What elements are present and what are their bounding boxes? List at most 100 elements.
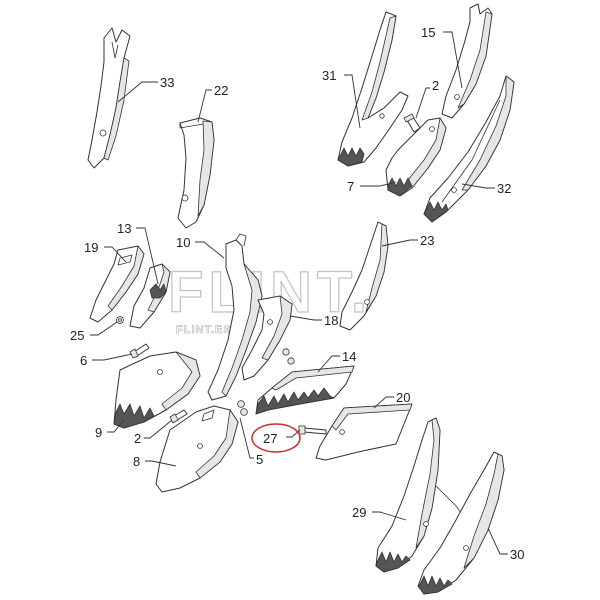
- part-10-side: [221, 263, 263, 397]
- part-8-hole: [197, 443, 203, 449]
- part-15-hole: [454, 94, 460, 100]
- bolt-5-a: [237, 400, 245, 408]
- part-29-hole: [423, 521, 429, 527]
- part-31-side: [361, 15, 397, 121]
- part-20: [315, 403, 413, 461]
- leader-31: [344, 74, 361, 129]
- leader-6: [92, 353, 133, 361]
- callout-29: 29: [352, 505, 366, 520]
- part-15-side: [457, 11, 493, 109]
- bolt-2-middle-head: [169, 413, 179, 424]
- leader-25: [90, 321, 118, 336]
- callout-7: 7: [347, 179, 354, 194]
- nut-25: [116, 316, 124, 324]
- part-19-side: [107, 245, 145, 311]
- callout-33: 33: [160, 75, 174, 90]
- part-13-teeth: [149, 283, 167, 299]
- part-31-hole: [379, 113, 385, 119]
- part-20-top: [331, 403, 413, 431]
- part-33-slot: [111, 41, 119, 59]
- part-30-teeth: [417, 575, 453, 595]
- part-33-hole: [99, 129, 107, 137]
- bolt-5-b: [240, 408, 248, 416]
- part-9: [113, 351, 201, 429]
- bolt-6-head: [129, 348, 139, 359]
- part-32-teeth: [423, 201, 449, 223]
- callout-30: 30: [510, 547, 524, 562]
- part-18: [241, 295, 295, 381]
- callouts: 33 22 31 15 2 7 32 19 13 10 23 25 6 18 1…: [70, 25, 524, 562]
- part-29: [375, 417, 467, 573]
- callout-2-middle: 2: [134, 431, 141, 446]
- part-20-hole: [339, 429, 345, 435]
- bolt-2-top: [403, 113, 421, 133]
- part-30: [417, 451, 505, 595]
- part-33-side: [103, 57, 130, 161]
- part-15: [441, 3, 493, 119]
- leader-14: [317, 355, 340, 373]
- part-9-teeth: [113, 403, 155, 429]
- callout-20: 20: [396, 390, 410, 405]
- leader-32: [461, 183, 495, 189]
- part-7-side: [407, 117, 447, 189]
- leader-lines: [90, 31, 508, 555]
- callout-15: 15: [421, 25, 435, 40]
- part-18-nut-b: [287, 357, 295, 365]
- part-19: [89, 245, 145, 323]
- part-33: [87, 27, 131, 169]
- part-32-hole: [451, 187, 457, 193]
- leader-23: [381, 239, 418, 247]
- part-18-nut-a: [282, 348, 290, 356]
- leader-2-middle: [144, 419, 173, 439]
- callout-25: 25: [70, 328, 84, 343]
- part-29-side: [415, 417, 441, 549]
- bolt-2-top-head: [403, 113, 415, 123]
- highlight-ring-27: [251, 423, 301, 453]
- leader-30: [487, 527, 508, 555]
- leader-20: [373, 396, 394, 409]
- part-22-fold: [179, 123, 204, 129]
- part-14: [255, 365, 355, 415]
- bolt-27-shank: [303, 427, 327, 435]
- part-13: [129, 263, 171, 329]
- callout-31: 31: [322, 68, 336, 83]
- part-32: [423, 75, 515, 223]
- callout-5: 5: [256, 452, 263, 467]
- bolts-5: [237, 400, 248, 416]
- part-22-hole: [181, 194, 189, 202]
- callout-18: 18: [324, 313, 338, 328]
- leader-33: [117, 81, 158, 103]
- leader-7: [360, 181, 397, 187]
- leader-18: [289, 315, 322, 321]
- part-9-side: [161, 351, 201, 411]
- part-30-hole: [463, 545, 469, 551]
- bolt-6: [129, 343, 150, 359]
- part-9-hole: [157, 369, 163, 375]
- part-14-teeth: [255, 387, 335, 415]
- callout-32: 32: [497, 181, 511, 196]
- part-29-teeth: [375, 551, 411, 573]
- bolt-2-middle: [169, 409, 188, 424]
- part-32-edge: [441, 99, 501, 203]
- part-7-hole: [429, 126, 435, 132]
- part-18-side: [261, 295, 293, 361]
- nut-25-bore: [118, 318, 122, 322]
- leader-9: [107, 419, 125, 433]
- leader-29: [372, 511, 407, 521]
- part-22: [177, 117, 215, 229]
- part-8-slot: [201, 409, 215, 422]
- callout-6: 6: [80, 353, 87, 368]
- part-8: [155, 405, 239, 493]
- callout-13: 13: [117, 221, 131, 236]
- part-10-hook: [235, 233, 247, 247]
- callout-22: 22: [214, 83, 228, 98]
- part-14-top: [271, 365, 355, 391]
- part-32-side: [461, 75, 515, 191]
- leader-22: [197, 89, 212, 123]
- part-30-side: [463, 453, 505, 569]
- bolt-27: [298, 425, 327, 435]
- leader-8: [145, 460, 177, 467]
- callout-19: 19: [84, 240, 98, 255]
- leader-15: [443, 31, 463, 89]
- leader-2-top: [415, 87, 430, 119]
